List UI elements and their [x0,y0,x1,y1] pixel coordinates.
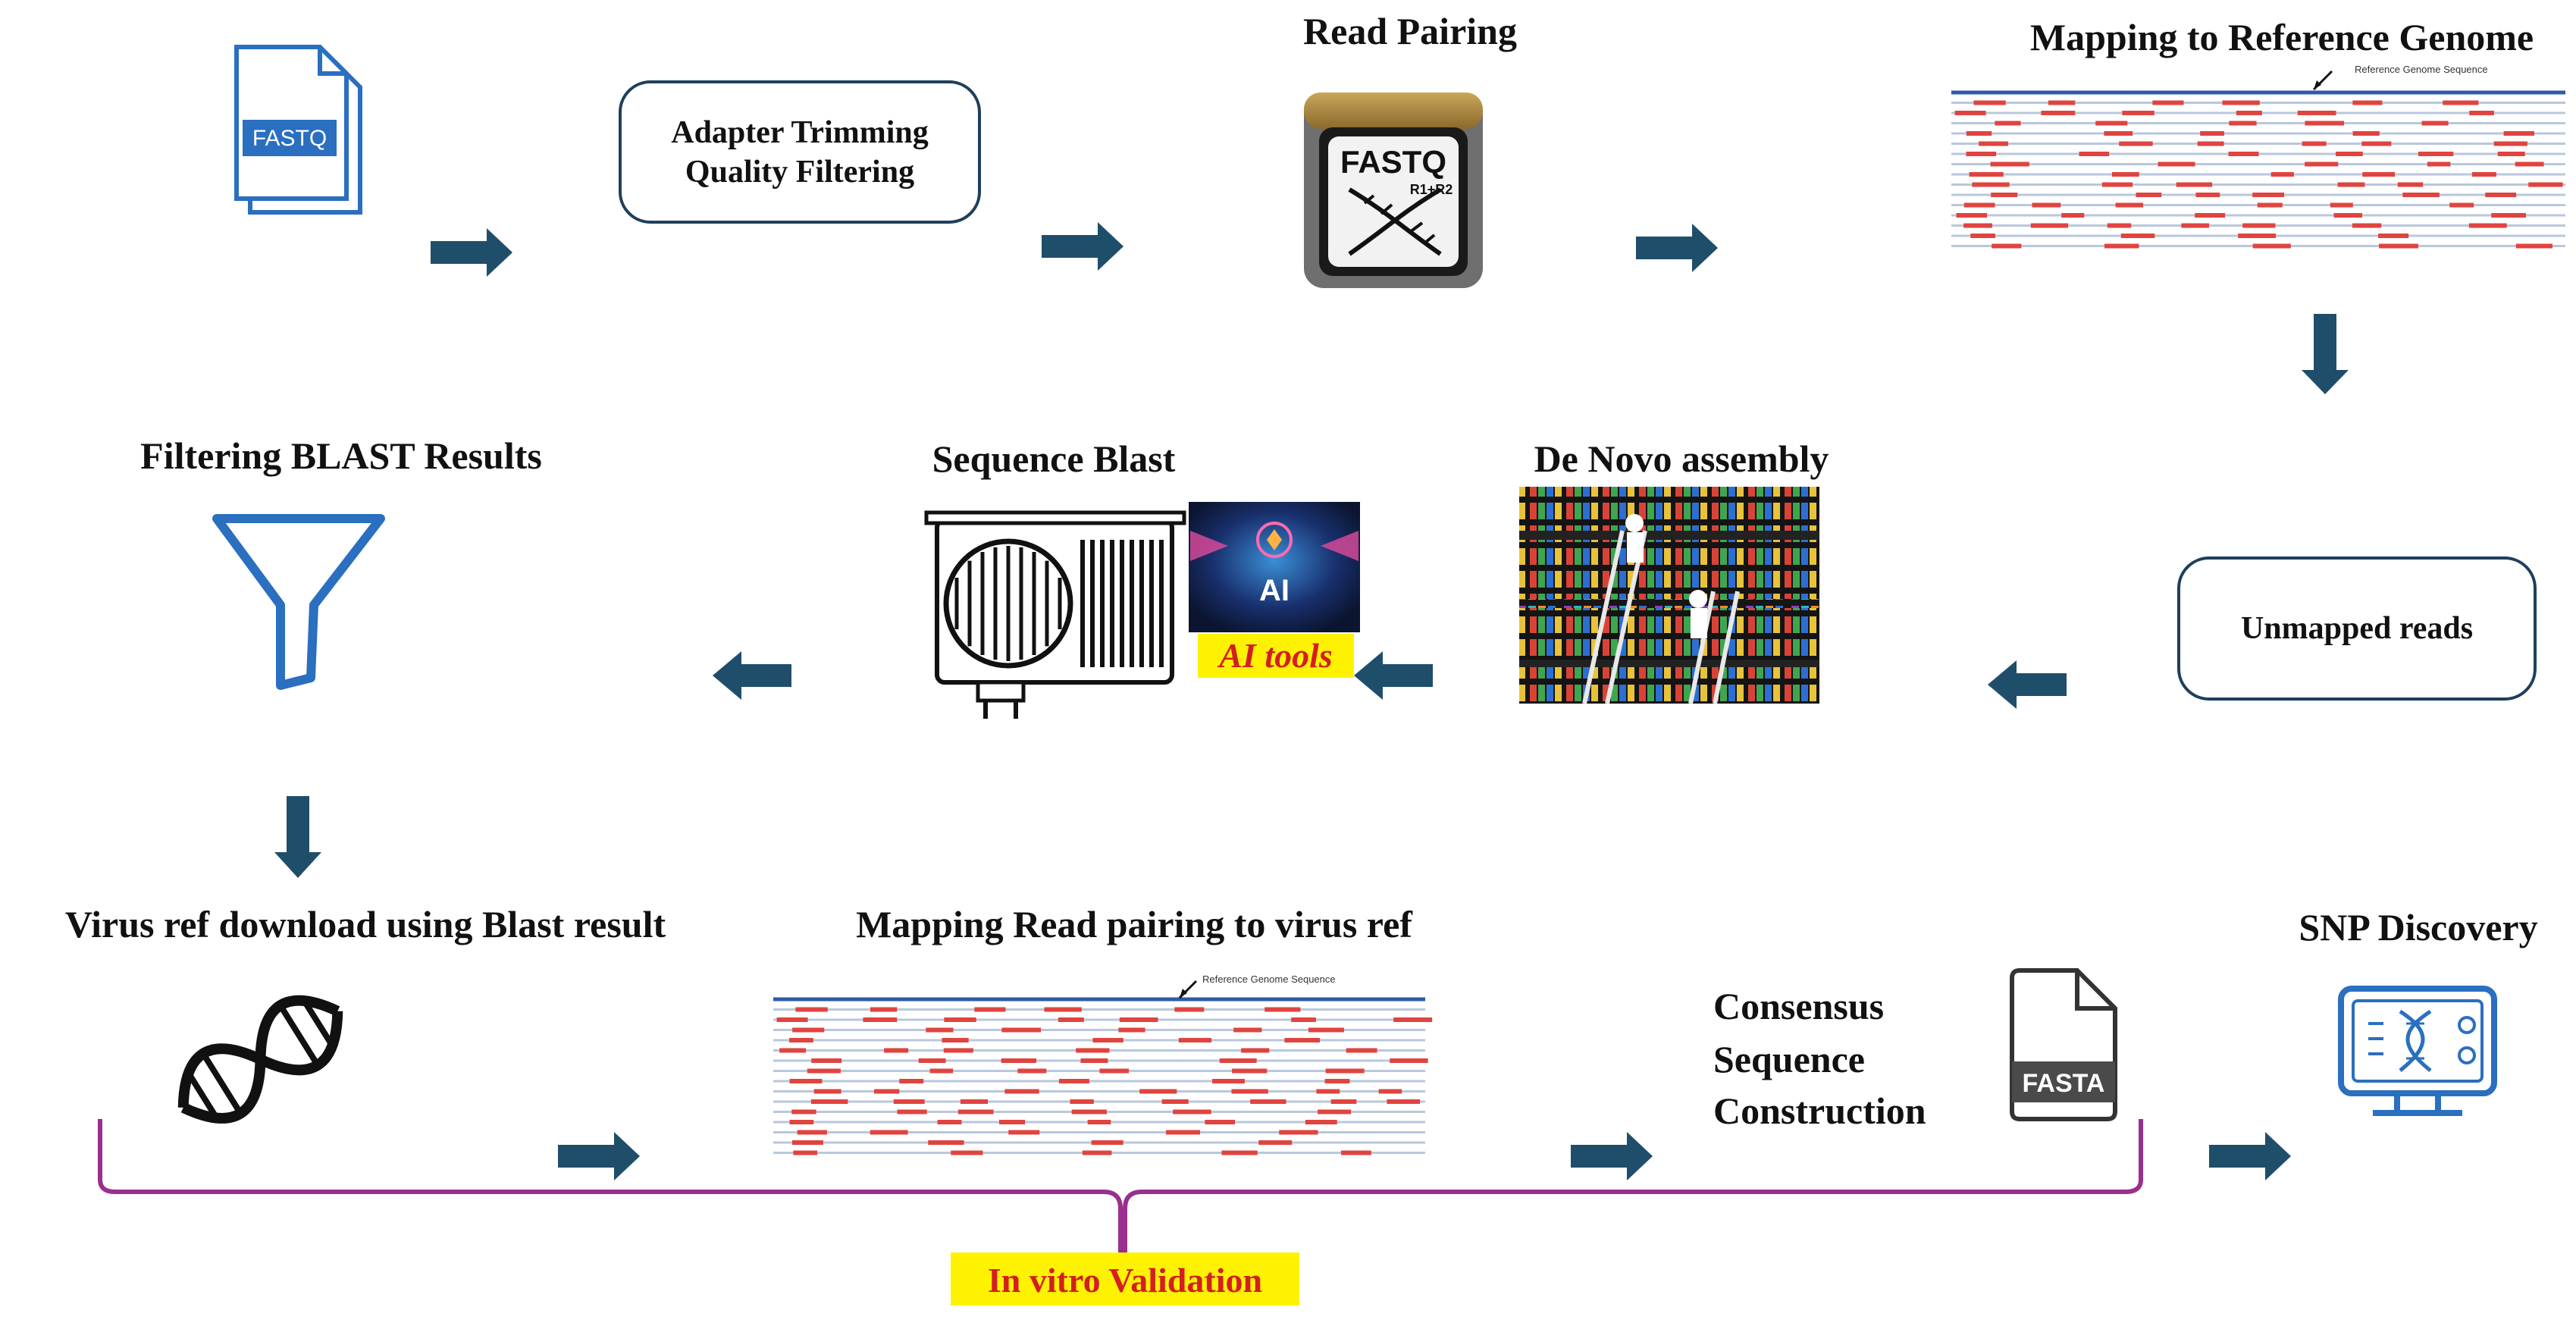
validation-label: In vitro Validation [988,1261,1262,1299]
virus-ref-download-title: Virus ref download using Blast result [65,903,666,945]
ai-tools-label: AI tools [1217,636,1333,675]
arrow-mapping-to-unmapped [2302,314,2349,394]
mapping-virus-ref-title: Mapping Read pairing to virus ref [856,903,1413,945]
consensus-line3: Construction [1713,1089,1926,1132]
arrow-blast-to-filtering [713,651,791,700]
snp-discovery-title: SNP Discovery [2299,906,2537,948]
unmapped-reads-node: Unmapped reads [2177,556,2537,701]
reference-sequence-label: Reference Genome Sequence [2355,64,2488,75]
fastq-file-icon: FASTQ [234,45,362,215]
arrow-fastq-to-trimming [431,228,512,277]
arrow-unmapped-to-denovo [1988,660,2067,709]
fastq-pair-sublabel: R1+R2 [1410,182,1453,197]
dna-helix-icon [177,995,343,1124]
mapping-reference-node: Mapping to Reference Genome Reference Ge… [1951,16,2565,249]
unmapped-reads-label: Unmapped reads [2241,611,2473,646]
fasta-file-label: FASTA [2023,1069,2105,1098]
read-pairing-node: Read Pairing FASTQ R1+R2 [1303,10,1517,288]
arrow-virus-ref-to-mapping [558,1132,640,1180]
validation-bracket: In vitro Validation [98,1119,2143,1306]
ai-badge-text: AI [1259,574,1290,607]
ai-tools-badge: AI AI tools [1189,502,1360,678]
fastq-pair-label: FASTQ [1340,144,1446,180]
virus-reference-sequence-label: Reference Genome Sequence [1202,973,1336,985]
virus-read-alignment [773,997,1433,1155]
filtering-blast-node: Filtering BLAST Results [140,434,542,690]
fasta-file-icon: FASTA [2010,968,2117,1121]
virus-ref-download-node: Virus ref download using Blast result [65,903,666,1124]
arrow-denovo-to-blast [1354,651,1433,700]
de-novo-assembly-node: De Novo assembly [1519,437,1829,704]
adapter-trimming-line2: Quality Filtering [685,155,914,190]
assembly-wall-image [1519,487,1819,704]
monitor-dna-icon [2338,986,2497,1116]
mapping-reference-title: Mapping to Reference Genome [2030,16,2534,58]
fastq-pair-icon: FASTQ R1+R2 [1304,92,1483,288]
arrow-pairing-to-mapping [1636,224,1718,272]
adapter-trimming-node: Adapter Trimming Quality Filtering [619,80,981,224]
mapping-virus-ref-node: Mapping Read pairing to virus ref Refere… [773,903,1433,1155]
snp-discovery-node: SNP Discovery [2299,906,2538,1116]
sequencer-icon [924,510,1186,719]
fastq-file-label: FASTQ [252,126,327,151]
de-novo-assembly-title: De Novo assembly [1534,437,1829,480]
consensus-node: Consensus Sequence Construction FASTA [1713,968,2117,1132]
consensus-line1: Consensus [1713,985,1884,1027]
arrow-filtering-to-virus-ref [274,796,321,878]
funnel-icon [212,514,385,690]
reference-read-alignment [1951,90,2565,249]
adapter-trimming-line1: Adapter Trimming [671,115,929,150]
sequence-blast-title: Sequence Blast [932,437,1176,480]
sequence-blast-node: Sequence Blast AI AI tools [924,437,1360,719]
filtering-blast-title: Filtering BLAST Results [140,434,542,477]
consensus-line2: Sequence [1713,1038,1865,1080]
arrow-trimming-to-pairing [1042,222,1123,271]
arrow-mapping-to-consensus [1571,1132,1653,1180]
arrow-consensus-to-snp [2209,1132,2291,1180]
read-pairing-title: Read Pairing [1303,10,1517,52]
